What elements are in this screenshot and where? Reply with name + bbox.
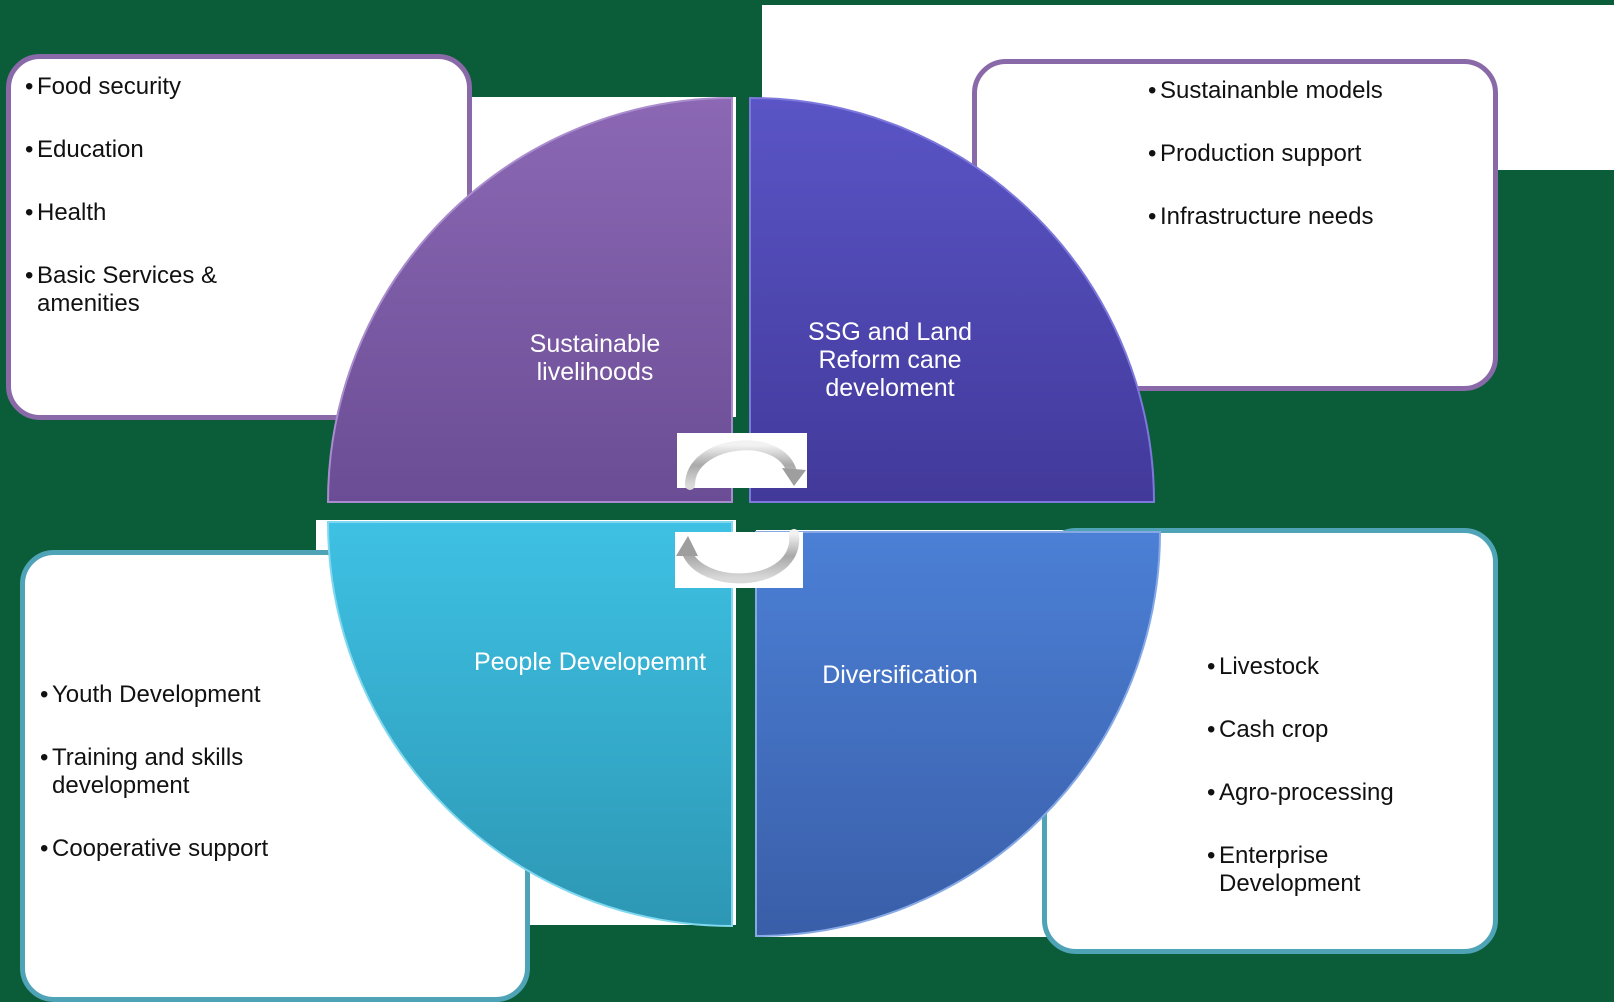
quadrant-bottom-right xyxy=(755,531,1162,938)
list-item: Enterprise Development xyxy=(1207,842,1427,898)
quadrant-label-diversification: Diversification xyxy=(822,661,978,689)
list-item: Education xyxy=(25,136,255,164)
list-item: Production support xyxy=(1148,140,1448,168)
cycle-arrow-icon xyxy=(676,529,800,584)
list-people-development: Youth Development Training and skills de… xyxy=(40,681,300,898)
quadrant-label-people-development: People Developemnt xyxy=(473,648,707,676)
list-item: Basic Services & amenities xyxy=(25,262,255,318)
list-item: Sustainanble models xyxy=(1148,77,1448,105)
list-item: Health xyxy=(25,199,255,227)
list-item: Agro-processing xyxy=(1207,779,1427,807)
quadrant-top-left xyxy=(326,96,733,503)
list-item: Youth Development xyxy=(40,681,300,709)
quadrant-label-sustainable-livelihoods: Sustainable livelihoods xyxy=(529,330,661,386)
list-ssg-land-reform: Sustainanble models Production support I… xyxy=(1148,77,1448,266)
list-item: Livestock xyxy=(1207,653,1427,681)
list-sustainable-livelihoods: Food security Education Health Basic Ser… xyxy=(25,73,255,353)
quadrant-label-ssg-land-reform: SSG and Land Reform cane develoment xyxy=(807,318,972,402)
quadrant-bottom-left xyxy=(326,521,733,928)
list-item: Training and skills development xyxy=(40,744,300,800)
quadrant-top-right xyxy=(749,96,1156,503)
cycle-arrow-icon xyxy=(685,440,806,490)
list-item: Cash crop xyxy=(1207,716,1427,744)
list-item: Infrastructure needs xyxy=(1148,203,1448,231)
list-diversification: Livestock Cash crop Agro-processing Ente… xyxy=(1207,653,1427,933)
list-item: Cooperative support xyxy=(40,835,300,863)
list-item: Food security xyxy=(25,73,255,101)
